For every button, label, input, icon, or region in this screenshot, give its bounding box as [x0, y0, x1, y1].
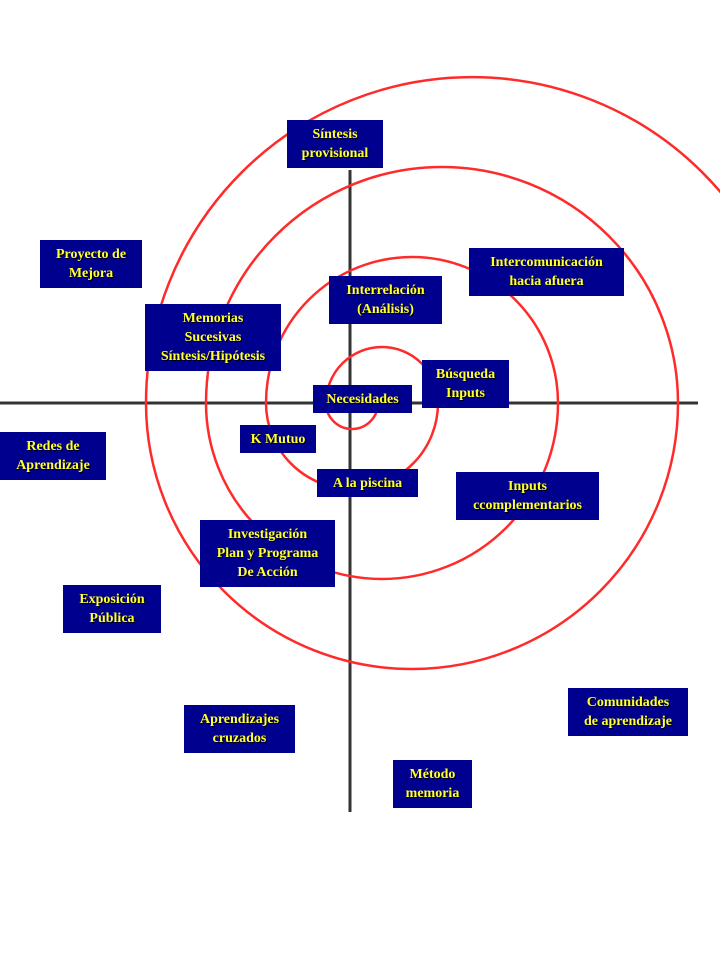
label-necesidades: Necesidades	[313, 385, 412, 413]
label-intercom-text: Intercomunicación hacia afuera	[490, 255, 603, 289]
label-proyecto-text: Proyecto de Mejora	[55, 247, 127, 281]
label-intercomunicacion: Intercomunicación hacia afuera	[469, 248, 624, 296]
label-busqueda-inputs: Búsqueda Inputs	[422, 360, 509, 408]
label-inputs-complementarios: Inputs ccomplementarios	[456, 472, 599, 520]
label-exposicion-text: Exposición Pública	[79, 592, 145, 626]
label-sintesis-text: Síntesis provisional	[301, 127, 369, 161]
label-investigacion: Investigación Plan y Programa De Acción	[200, 520, 335, 587]
label-metodo-text: Método memoria	[405, 767, 460, 801]
label-a-la-piscina: A la piscina	[317, 469, 418, 497]
label-interrelacion: Interrelación (Análisis)	[329, 276, 442, 324]
label-aprendizajes-cruzados: Aprendizajes cruzados	[184, 705, 295, 753]
label-redes-de-aprendizaje: Redes de Aprendizaje	[0, 432, 106, 480]
label-proyecto-de-mejora: Proyecto de Mejora	[40, 240, 142, 288]
label-memorias-text: Memorias Sucesivas Síntesis/Hipótesis	[160, 311, 266, 364]
label-piscina-text: A la piscina	[332, 475, 403, 491]
label-comunidades-text: Comunidades de aprendizaje	[583, 695, 672, 729]
label-aprendizajes-text: Aprendizajes cruzados	[199, 712, 280, 746]
label-redes-text: Redes de Aprendizaje	[16, 439, 90, 473]
label-investigacion-text: Investigación Plan y Programa De Acción	[216, 527, 319, 580]
label-sintesis-provisional: Síntesis provisional	[287, 120, 383, 168]
label-necesidades-text: Necesidades	[326, 391, 399, 407]
label-metodo-memoria: Método memoria	[393, 760, 472, 808]
label-inputs-comp-text: Inputs ccomplementarios	[473, 479, 582, 513]
label-k-mutuo: K Mutuo	[240, 425, 316, 453]
label-kmutuo-text: K Mutuo	[250, 431, 306, 447]
label-busqueda-text: Búsqueda Inputs	[435, 367, 496, 401]
label-interrelacion-text: Interrelación (Análisis)	[346, 283, 425, 317]
label-memorias-sucesivas: Memorias Sucesivas Síntesis/Hipótesis	[145, 304, 281, 371]
label-exposicion-publica: Exposición Pública	[63, 585, 161, 633]
label-comunidades-de-aprendizaje: Comunidades de aprendizaje	[568, 688, 688, 736]
